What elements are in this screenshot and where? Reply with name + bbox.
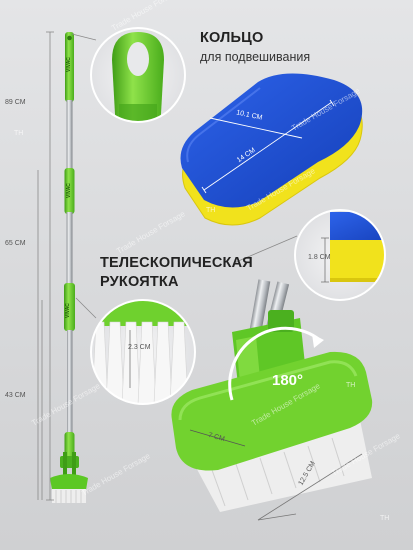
- handle-logo-low: VIVAC: [65, 303, 71, 318]
- ring-title: КОЛЬЦО: [200, 30, 264, 46]
- telescopic-handle: [50, 32, 88, 503]
- watermark-badge: TH: [346, 382, 356, 389]
- brush-length-line: [257, 453, 363, 521]
- ring-subtitle: для подвешивания: [200, 50, 311, 64]
- sponge-thickness-closeup: [294, 209, 386, 301]
- callout-lines: [71, 33, 298, 319]
- bristles-closeup: [90, 299, 196, 405]
- rotation-label: 180°: [272, 372, 304, 389]
- brush-head: [171, 279, 373, 512]
- hanging-ring-closeup: [90, 27, 186, 123]
- length-dimension-lines: [37, 31, 54, 501]
- scrub-sponge: [180, 73, 363, 226]
- dim-total-length: 89 CM: [5, 99, 26, 106]
- dim-sponge-thickness: 1.8 CM: [308, 254, 331, 261]
- handle-logo-mid: VIVAC: [66, 183, 72, 198]
- watermark-badge: TH: [14, 130, 24, 137]
- watermark-badge: TH: [206, 207, 216, 214]
- dim-short-length: 43 CM: [5, 392, 26, 399]
- watermark-badge: TH: [380, 515, 390, 522]
- dim-mid-length: 65 CM: [5, 240, 26, 247]
- handle-logo-top: VIVAC: [66, 57, 72, 72]
- handle-title-line2: РУКОЯТКА: [100, 274, 179, 290]
- dim-bristle-length: 2.3 CM: [128, 344, 151, 351]
- handle-title-line1: ТЕЛЕСКОПИЧЕСКАЯ: [100, 255, 253, 271]
